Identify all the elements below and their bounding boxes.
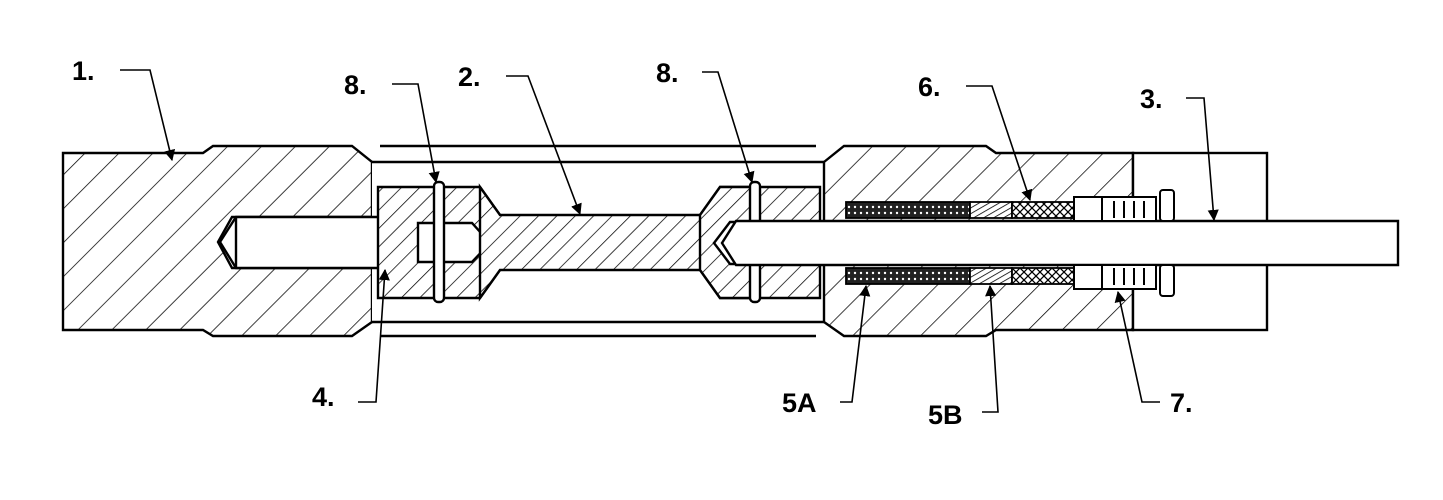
spring-5b-lower	[969, 267, 1013, 285]
leader-lines	[120, 69, 1219, 413]
spring-5b-upper	[969, 201, 1013, 219]
callout-6: 6.	[918, 72, 941, 102]
callout-3: 3.	[1140, 84, 1163, 114]
spring-pack-lower	[845, 267, 1075, 285]
callout-8-right: 8.	[656, 58, 679, 88]
leader-8-right	[702, 71, 755, 184]
leader-4	[358, 268, 390, 403]
leader-8-left	[392, 83, 440, 184]
cross-pin-left	[432, 180, 446, 304]
leader-6	[966, 85, 1033, 202]
spring-pack-upper	[845, 201, 1075, 219]
callout-8-left: 8.	[344, 70, 367, 100]
leader-2	[506, 75, 582, 216]
plunger-rod-part-3	[720, 219, 1400, 267]
leader-7	[1114, 290, 1160, 403]
spring-5a-upper	[845, 201, 971, 219]
callout-4: 4.	[312, 382, 335, 412]
callout-1: 1.	[72, 56, 95, 86]
leader-1	[120, 69, 176, 162]
spring-6-lower	[1011, 267, 1075, 285]
leader-5b	[982, 284, 999, 413]
callout-2: 2.	[458, 62, 481, 92]
retaining-nut-part-7	[1073, 189, 1175, 297]
spring-5a-lower	[845, 267, 971, 285]
leader-5a	[840, 284, 871, 403]
callout-5a: 5A	[782, 388, 817, 418]
spring-6-upper	[1011, 201, 1075, 219]
callout-5b: 5B	[928, 400, 963, 430]
callout-7: 7.	[1170, 388, 1193, 418]
leader-3	[1186, 97, 1219, 222]
